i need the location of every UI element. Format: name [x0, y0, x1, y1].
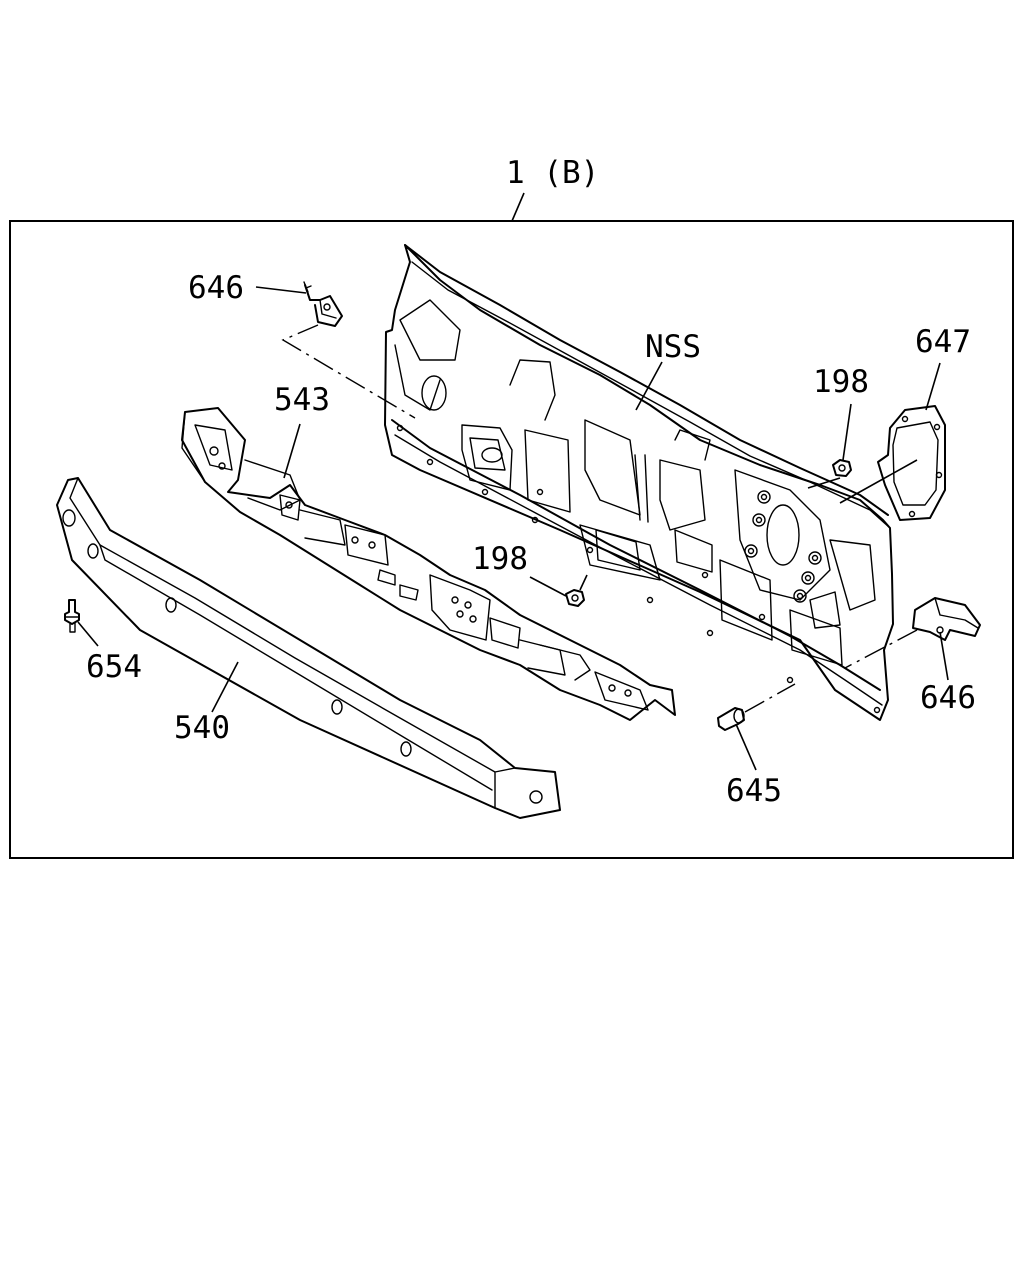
reinforcement-540 [56, 477, 561, 819]
leader-654 [77, 621, 99, 647]
leader-543 [283, 423, 301, 479]
callout-647: 647 [915, 324, 971, 360]
leader-647-c [807, 477, 841, 489]
callout-646-right: 646 [920, 680, 976, 716]
assembly-line-645 [744, 683, 796, 713]
callout-198-right: 198 [813, 364, 869, 400]
leader-645 [735, 723, 757, 771]
callout-nss: NSS [645, 329, 701, 365]
upper-panel-nss [384, 244, 894, 721]
nut-198-right [832, 459, 852, 477]
callout-646-top: 646 [188, 270, 244, 306]
assembly-line-646-right [844, 629, 918, 669]
leader-646-top [255, 286, 307, 294]
leader-540 [211, 661, 239, 713]
callout-540: 540 [174, 710, 230, 746]
leader-647-a [925, 362, 941, 411]
assembly-leader [511, 192, 525, 222]
bolt-645 [717, 707, 745, 731]
leader-647-b [839, 459, 918, 504]
bracket-646-top [303, 281, 343, 327]
bracket-646-right [912, 597, 981, 641]
leader-nss [635, 361, 663, 411]
callout-198-mid: 198 [472, 541, 528, 577]
leader-198-mid-b [579, 574, 588, 591]
leader-198-right [842, 403, 852, 461]
leader-198-mid [529, 576, 567, 597]
nut-198-mid [565, 589, 585, 607]
callout-645: 645 [726, 773, 782, 809]
callout-543: 543 [274, 382, 330, 418]
stud-654 [64, 599, 80, 633]
assembly-label: 1 (B) [506, 155, 599, 191]
cross-member-543 [181, 407, 676, 721]
assembly-line-646-top [281, 324, 416, 419]
callout-654: 654 [86, 649, 142, 685]
seal-647 [877, 405, 946, 521]
leader-646-right [939, 631, 949, 681]
diagram-frame [9, 220, 1014, 859]
